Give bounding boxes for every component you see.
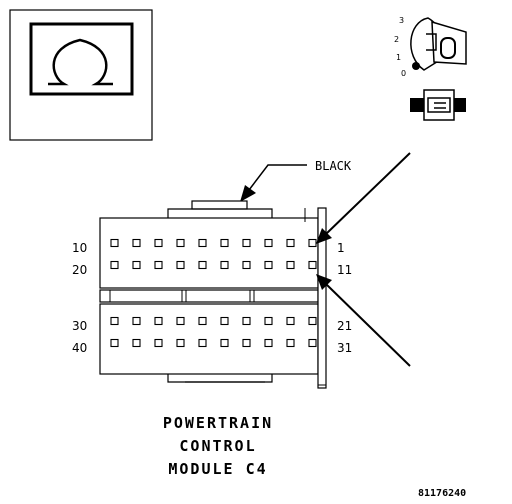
ohmmeter-symbol: [9, 9, 153, 141]
terminal-cavity-23: [264, 316, 273, 326]
connector-icon: [410, 89, 466, 121]
terminal-cavity-14: [242, 260, 251, 270]
terminal-cavity-1: [308, 238, 317, 248]
terminal-cavity-20: [110, 260, 119, 270]
ignition-off-indicator: [412, 62, 420, 70]
terminal-cavity-11: [308, 260, 317, 270]
connector-flange: [317, 207, 327, 389]
terminal-cavity-9: [132, 238, 141, 248]
caption-line-3: MODULE C4: [168, 460, 267, 478]
figure-id: 81176240: [418, 488, 466, 499]
terminal-cavity-12: [286, 260, 295, 270]
terminal-cavity-37: [176, 338, 185, 348]
pointer-line-pin-11: [325, 283, 411, 367]
pointer-line-pin-1: [325, 152, 411, 235]
terminal-cavity-5: [220, 238, 229, 248]
terminal-cavity-8: [154, 238, 163, 248]
connector-housing-upper: [99, 217, 319, 289]
terminal-cavity-38: [154, 338, 163, 348]
terminal-cavity-33: [264, 338, 273, 348]
ignition-position-1: 1: [396, 53, 401, 62]
pin-label-11: 11: [337, 263, 352, 277]
pin-label-10: 10: [72, 241, 87, 255]
pin-label-31: 31: [337, 341, 352, 355]
terminal-cavity-2: [286, 238, 295, 248]
terminal-cavity-3: [264, 238, 273, 248]
terminal-cavity-13: [264, 260, 273, 270]
terminal-cavity-39: [132, 338, 141, 348]
terminal-cavity-15: [220, 260, 229, 270]
pointer-arrowhead-pin-1: [316, 228, 332, 244]
caption-line-1: POWERTRAIN: [163, 414, 273, 432]
callout-arrowhead: [240, 185, 256, 202]
terminal-cavity-10: [110, 238, 119, 248]
pointer-arrowhead-pin-11: [316, 274, 332, 290]
pcm-connector-c4: 10 20 30 40 1 11 21 31: [72, 200, 352, 389]
terminal-cavity-27: [176, 316, 185, 326]
terminal-cavity-31: [308, 338, 317, 348]
pin-label-21: 21: [337, 319, 352, 333]
terminal-cavity-30: [110, 316, 119, 326]
pin-pointer-arrows: [316, 152, 411, 367]
caption-line-2: CONTROL: [179, 437, 256, 455]
ignition-position-2: 2: [394, 35, 399, 44]
ignition-position-3: 3: [399, 16, 404, 25]
color-callout: BLACK: [240, 159, 352, 202]
terminal-cavity-grid: [110, 238, 317, 348]
ignition-key-icon: 3 2 1 0: [394, 16, 467, 78]
figure-caption: POWERTRAIN CONTROL MODULE C4: [163, 414, 273, 478]
terminal-cavity-18: [154, 260, 163, 270]
ohm-icon: [48, 38, 113, 86]
terminal-cavity-16: [198, 260, 207, 270]
pin-label-1: 1: [337, 241, 345, 255]
ohmmeter-display: [29, 22, 134, 96]
terminal-cavity-6: [198, 238, 207, 248]
terminal-cavity-7: [176, 238, 185, 248]
terminal-cavity-4: [242, 238, 251, 248]
pin-label-30: 30: [72, 319, 87, 333]
key-hole: [440, 37, 456, 59]
terminal-cavity-17: [176, 260, 185, 270]
connector-center-rail: [99, 289, 319, 303]
terminal-cavity-26: [198, 316, 207, 326]
terminal-cavity-19: [132, 260, 141, 270]
terminal-cavity-28: [154, 316, 163, 326]
terminal-cavity-40: [110, 338, 119, 348]
terminal-cavity-36: [198, 338, 207, 348]
terminal-cavity-22: [286, 316, 295, 326]
terminal-cavity-34: [242, 338, 251, 348]
terminal-cavity-25: [220, 316, 229, 326]
terminal-cavity-24: [242, 316, 251, 326]
terminal-cavity-21: [308, 316, 317, 326]
ignition-position-0: 0: [401, 69, 406, 78]
terminal-cavity-29: [132, 316, 141, 326]
terminal-cavity-32: [286, 338, 295, 348]
terminal-cavity-35: [220, 338, 229, 348]
pin-label-40: 40: [72, 341, 87, 355]
connector-color-label: BLACK: [315, 159, 352, 173]
connector-latch-top: [191, 200, 248, 210]
pin-label-20: 20: [72, 263, 87, 277]
